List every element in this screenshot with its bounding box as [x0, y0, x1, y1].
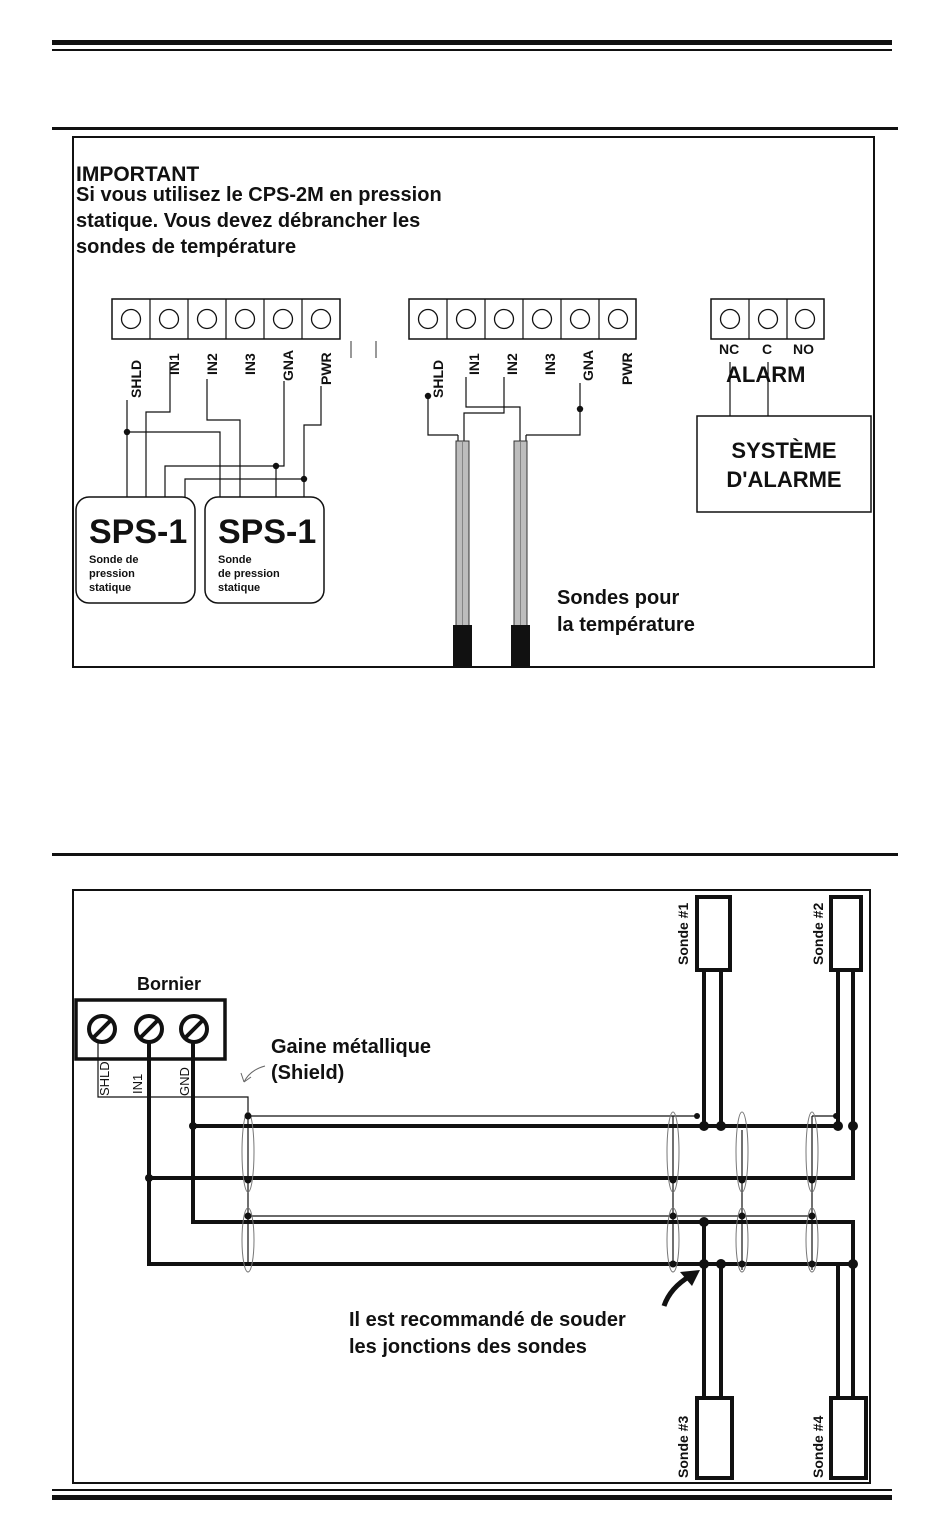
header-rule-thin: [52, 49, 892, 51]
middle-terminal-label: PWR: [619, 352, 635, 385]
terminal-block-label: Bornier: [137, 974, 201, 994]
left-terminal-label: GNA: [280, 350, 296, 381]
probe-label-4: Sonde #4: [810, 1416, 826, 1478]
temp-probes-label-2: la température: [557, 614, 695, 636]
sensor-a-title: SPS-1: [89, 513, 187, 551]
sensor-a-desc: statique: [89, 582, 131, 594]
junction-dots: [145, 1112, 858, 1269]
important-title: IMPORTANT: [76, 163, 199, 186]
alarm-terminal-nc: NC: [719, 341, 739, 357]
alarm-label: ALARM: [726, 362, 805, 387]
sensor-a-desc: Sonde de: [89, 554, 139, 566]
alarm-system-line-2: D'ALARME: [726, 467, 841, 492]
terminal-block-alarm: [710, 298, 825, 340]
middle-terminal-label: IN3: [542, 353, 558, 375]
shield-ellipses: [241, 1111, 819, 1273]
left-terminal-label: IN3: [242, 353, 258, 375]
probe-label-1: Sonde #1: [675, 903, 691, 965]
left-terminal-label: PWR: [318, 352, 334, 385]
terminal-label-in1: IN1: [130, 1074, 145, 1094]
terminal-block-left: [111, 298, 341, 340]
probe-sonde-3: [695, 1396, 734, 1480]
junction-dot: [272, 462, 280, 470]
shield-pointer: [243, 1065, 266, 1083]
junction-dot: [123, 428, 131, 436]
important-line-1: Si vous utilisez le CPS-2M en pression: [76, 184, 442, 206]
note-line-1: Il est recommandé de souder: [349, 1309, 626, 1331]
shield-label-1: Gaine métallique: [271, 1036, 431, 1058]
sensor-b-desc: statique: [218, 582, 260, 594]
temp-probes-label-1: Sondes pour: [557, 587, 679, 609]
terminal-block-middle: [408, 298, 637, 340]
junction-dot: [300, 475, 308, 483]
probe-sonde-2: [829, 895, 863, 972]
diagram-1-frame: [72, 136, 875, 668]
footer-rule-thick: [52, 1495, 892, 1500]
sensor-sps1-b: [204, 496, 325, 604]
conductor-wires: [147, 970, 855, 1398]
sensor-b-desc: Sonde: [218, 554, 252, 566]
alarm-terminal-c: C: [762, 341, 772, 357]
terminal-label-gnd: GND: [177, 1067, 192, 1096]
important-line-3: sondes de température: [76, 236, 296, 258]
diagram-2-frame: [72, 889, 871, 1484]
temp-probe-2: [511, 440, 530, 667]
sensor-b-title: SPS-1: [218, 513, 316, 551]
middle-terminal-label: SHLD: [430, 360, 446, 398]
header-rule-thick: [52, 40, 892, 45]
alarm-system-line-1: SYSTÈME: [731, 438, 836, 463]
alarm-wires: [729, 362, 769, 416]
probe-sonde-1: [695, 895, 732, 972]
section-rule-2: [52, 853, 898, 856]
section-rule-1: [52, 127, 898, 130]
left-terminal-label: IN2: [204, 353, 220, 375]
note-arrowhead: [680, 1270, 700, 1286]
screw-terminal: [87, 1014, 117, 1044]
shield-pointer-arrowhead: [240, 1072, 252, 1083]
note-arrow: [661, 1273, 692, 1307]
sensor-sps1-a: [75, 496, 196, 604]
temp-probe-wiring: [427, 377, 581, 441]
sensor-wiring: [126, 362, 322, 497]
shield-wires: [97, 1040, 836, 1270]
left-terminal-label: IN1: [166, 353, 182, 375]
temp-probe-1: [453, 440, 472, 667]
junction-dot: [576, 405, 584, 413]
shield-label-2: (Shield): [271, 1062, 344, 1084]
probe-sonde-4: [829, 1396, 868, 1480]
diagram-2: Bornier SHLD IN1 GND Gaine métallique (S…: [72, 889, 871, 1484]
screw-terminal: [134, 1014, 164, 1044]
middle-terminal-label: GNA: [580, 350, 596, 381]
middle-terminal-label: IN1: [466, 353, 482, 375]
screw-terminal: [179, 1014, 209, 1044]
important-line-2: statique. Vous devez débrancher les: [76, 210, 420, 232]
middle-terminal-label: IN2: [504, 353, 520, 375]
alarm-terminal-no: NO: [793, 341, 814, 357]
sensor-a-desc: pression: [89, 568, 135, 580]
probe-label-3: Sonde #3: [675, 1416, 691, 1478]
sensor-b-desc: de pression: [218, 568, 280, 580]
note-line-2: les jonctions des sondes: [349, 1336, 587, 1358]
alarm-system-box: [696, 415, 872, 513]
junction-dot: [424, 392, 432, 400]
diagram-1: IMPORTANT Si vous utilisez le CPS-2M en …: [72, 136, 875, 668]
probe-label-2: Sonde #2: [810, 903, 826, 965]
footer-rule-thin: [52, 1489, 892, 1491]
terminal-label-shld: SHLD: [97, 1061, 112, 1096]
left-terminal-label: SHLD: [128, 360, 144, 398]
